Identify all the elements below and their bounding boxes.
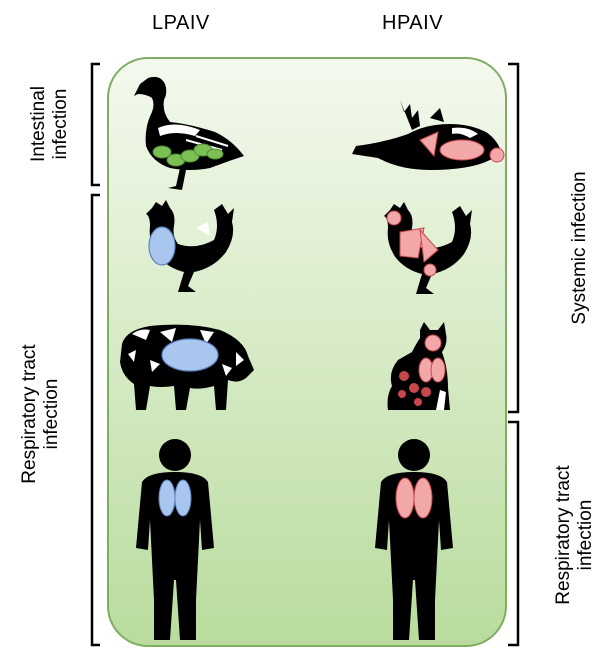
right-respiratory-line1: Respiratory tract: [553, 440, 575, 630]
systemic-line1: Systemic infection: [569, 158, 591, 338]
left-bracket-intestinal: [92, 64, 100, 185]
right-bracket-respiratory: [508, 422, 518, 645]
left-respiratory-line2: infection: [41, 319, 63, 509]
right-respiratory-line2: infection: [575, 440, 597, 630]
systemic-infection-label: Systemic infection: [569, 158, 591, 338]
left-respiratory-line1: Respiratory tract: [19, 319, 41, 509]
intestinal-infection-label: Intestinal infection: [28, 68, 72, 180]
right-bracket-systemic: [508, 64, 518, 412]
intestinal-line2: infection: [50, 68, 72, 180]
left-respiratory-label: Respiratory tract infection: [19, 319, 63, 509]
right-respiratory-label: Respiratory tract infection: [553, 440, 597, 630]
intestinal-line1: Intestinal: [28, 68, 50, 180]
left-bracket-respiratory: [92, 195, 100, 645]
